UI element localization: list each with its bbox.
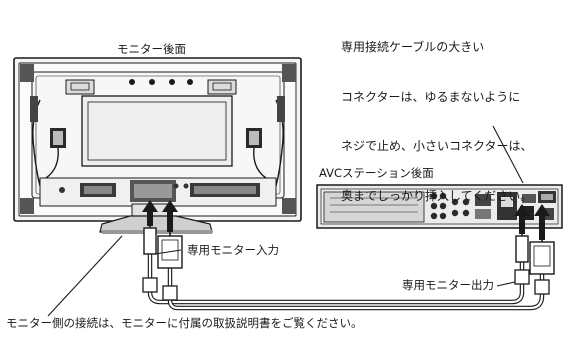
monitor-output-label: 専用モニター出力 — [402, 278, 494, 292]
monitor-rear-illustration — [13, 57, 302, 234]
station-rear-label: AVCステーション後面 — [319, 166, 434, 180]
monitor-input-label: 専用モニター入力 — [187, 243, 279, 257]
insert-arrows — [142, 200, 550, 240]
cable-note-line: ネジで止め、小さいコネクターは、 — [341, 139, 533, 153]
cable-note: 専用接続ケーブルの大きい コネクターは、ゆるまないように ネジで止め、小さいコネ… — [341, 6, 533, 221]
cable-note-line: 奥までしっかり挿入してください。 — [341, 188, 533, 203]
bottom-note: モニター側の接続は、モニターに付属の取扱説明書をご覧ください。 — [6, 316, 363, 330]
cable-note-line: 専用接続ケーブルの大きい — [341, 40, 485, 54]
monitor-rear-label: モニター後面 — [117, 42, 186, 56]
cable-note-line: コネクターは、ゆるまないように — [341, 89, 521, 104]
leader-lines — [47, 125, 524, 317]
